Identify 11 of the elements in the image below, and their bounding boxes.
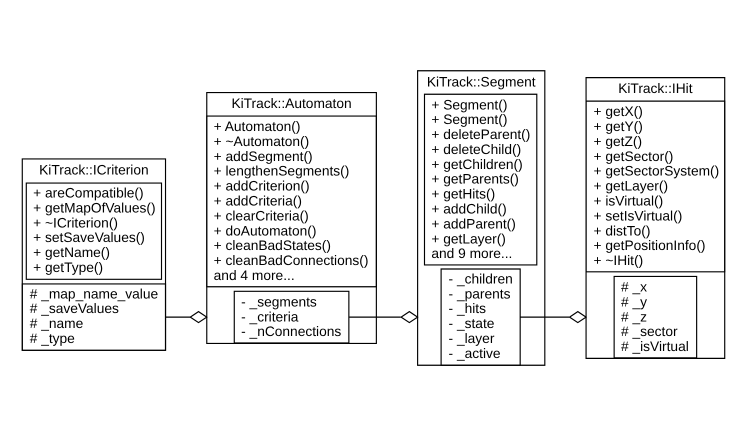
node-box: - _segments - _criteria - _nConnections — [234, 290, 350, 344]
node-box: + Segment() + Segment() + deleteParent() + deleteChild() + getChildren() + getParents() + getHits() + addChild() + addParent() + getLayer() and 9 more... — [424, 94, 538, 266]
connector — [520, 310, 588, 324]
node-box: + Automaton() + ~Automaton() + addSegment() + lengthenSegments() + addCriterion() + addCriteria() + clearCriteria() + doAutomaton() + cleanBadStates() + cleanBadConnections() and 4 more... — [206, 115, 377, 288]
node-box: + areCompatible() + getMapOfValues() + ~ICriterion() + setSaveValues() + getName() + getType() — [26, 182, 162, 280]
node-box: + getX() + getY() + getZ() + getSector() + getSectorSystem() + getLayer() + isVirtual() + setIsVirtual() + distTo() + getPositionInfo() + ~IHit() — [586, 100, 726, 272]
node-box: # _x # _y # _z # _sector # _isVirtual — [614, 276, 698, 358]
connector — [166, 310, 208, 324]
node-box: # _map_name_value # _saveValues # _name # _type — [22, 283, 166, 351]
node-box: - _children - _parents - _hits - _state - _layer - _active — [440, 268, 521, 366]
connector — [349, 310, 419, 324]
